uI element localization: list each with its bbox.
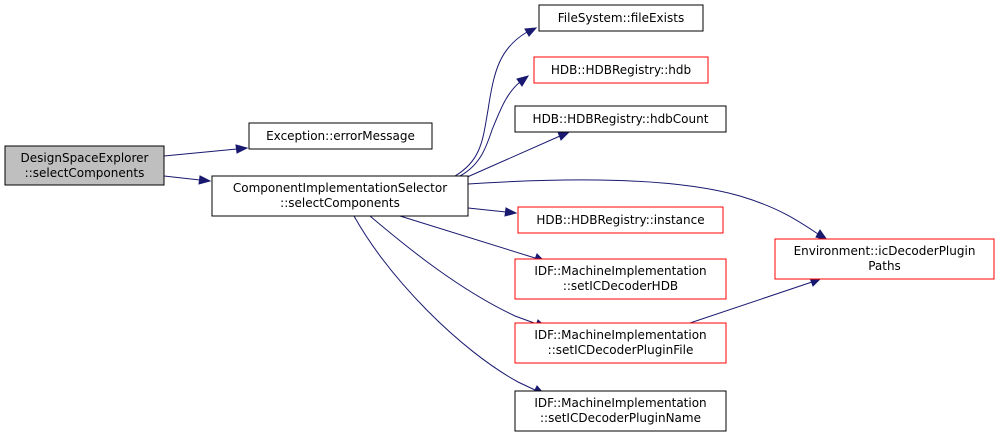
node-label-line1: IDF::MachineImplementation	[534, 264, 706, 278]
node-label-line1: IDF::MachineImplementation	[534, 396, 706, 410]
edge-dse-to-cis	[163, 175, 212, 185]
node-label-line2: ::setICDecoderHDB	[563, 279, 678, 293]
edge-cis-to-hdb-count	[464, 131, 571, 179]
edge-cis-to-hdb	[459, 75, 530, 177]
edge-dse-to-error-message	[163, 144, 249, 157]
node-design-space-explorer-select-components[interactable]: DesignSpaceExplorer ::selectComponents	[4, 145, 165, 186]
node-label-line2: ::setICDecoderPluginName	[540, 411, 701, 425]
node-label-line2: ::setICDecoderPluginFile	[548, 343, 694, 357]
node-label-line1: Environment::icDecoderPlugin	[794, 244, 976, 258]
node-machine-implementation-set-ic-decoder-hdb[interactable]: IDF::MachineImplementation ::setICDecode…	[514, 258, 727, 300]
node-hdb-registry-instance[interactable]: HDB::HDBRegistry::instance	[517, 206, 724, 234]
node-hdb-registry-hdb-count[interactable]: HDB::HDBRegistry::hdbCount	[514, 105, 727, 133]
edge-cis-to-file-exists	[454, 27, 538, 177]
edge-cis-to-instance	[467, 207, 518, 217]
edge-cis-to-set-plugin-name	[353, 215, 546, 395]
node-label: FileSystem::fileExists	[558, 11, 684, 25]
node-component-implementation-selector-select-components[interactable]: ComponentImplementationSelector ::select…	[211, 175, 469, 217]
node-label: Exception::errorMessage	[266, 129, 415, 143]
node-label-line1: IDF::MachineImplementation	[534, 328, 706, 342]
node-filesystem-file-exists[interactable]: FileSystem::fileExists	[538, 4, 704, 32]
node-hdb-registry-hdb[interactable]: HDB::HDBRegistry::hdb	[533, 56, 709, 84]
node-label-line2: Paths	[868, 259, 901, 273]
node-label: HDB::HDBRegistry::instance	[536, 213, 704, 227]
node-label-line2: ::selectComponents	[280, 196, 400, 210]
node-label: HDB::HDBRegistry::hdbCount	[533, 112, 709, 126]
node-exception-error-message[interactable]: Exception::errorMessage	[248, 122, 433, 150]
node-machine-implementation-set-ic-decoder-plugin-name[interactable]: IDF::MachineImplementation ::setICDecode…	[514, 390, 727, 432]
node-label-line2: ::selectComponents	[25, 166, 145, 180]
edge-cis-to-env-paths	[467, 179, 829, 241]
node-label: HDB::HDBRegistry::hdb	[551, 63, 691, 77]
node-label-line1: ComponentImplementationSelector	[233, 181, 447, 195]
node-label-line1: DesignSpaceExplorer	[21, 151, 149, 165]
node-machine-implementation-set-ic-decoder-plugin-file[interactable]: IDF::MachineImplementation ::setICDecode…	[514, 322, 727, 364]
node-environment-ic-decoder-plugin-paths[interactable]: Environment::icDecoderPlugin Paths	[774, 238, 995, 280]
